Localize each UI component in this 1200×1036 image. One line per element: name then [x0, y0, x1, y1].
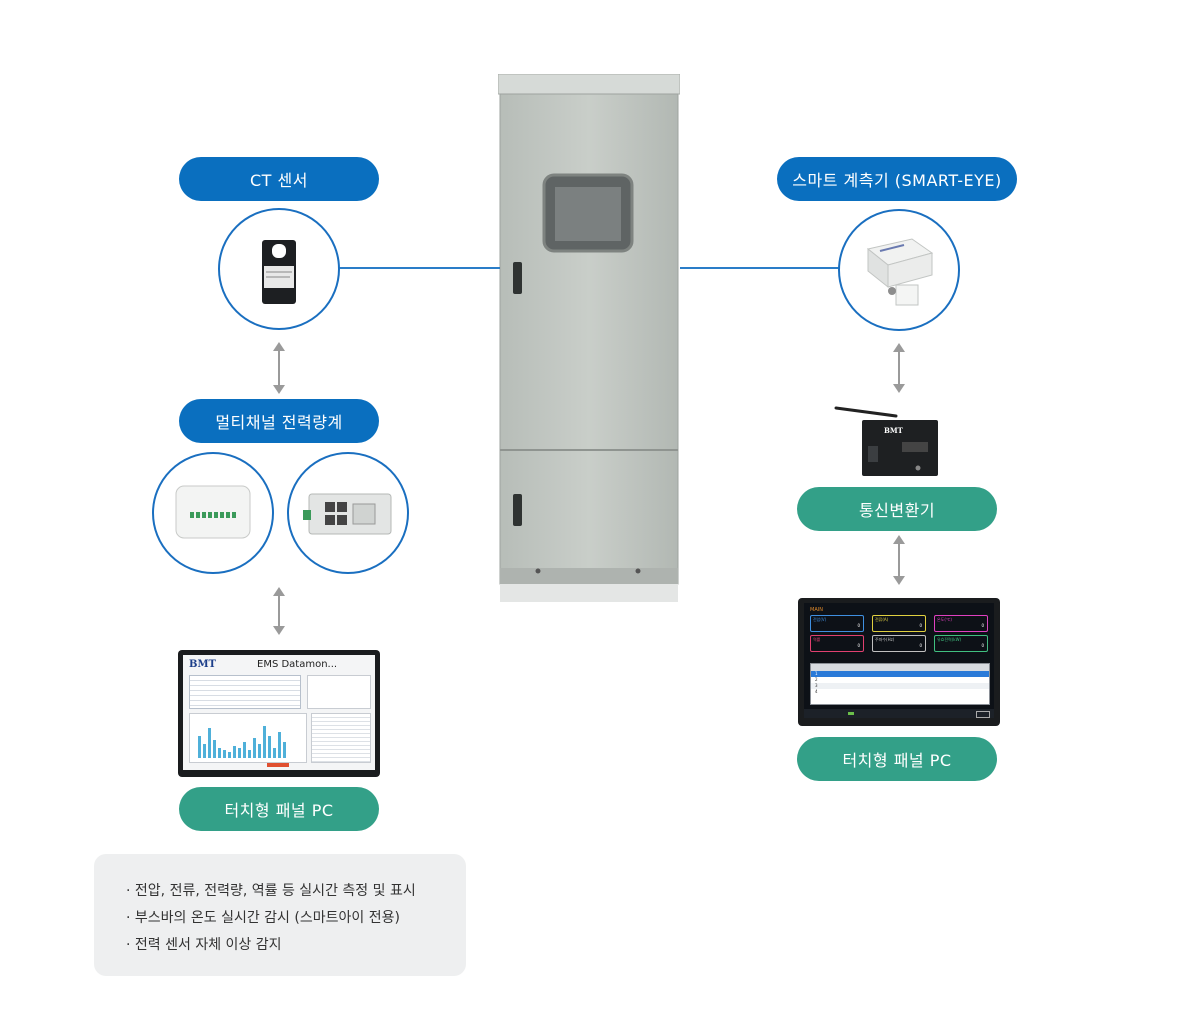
touch-panel-pc-left: BMT EMS Datamon...: [178, 650, 380, 777]
bidirectional-arrow-icon: [893, 535, 905, 585]
left-screen-list: [311, 713, 371, 763]
left-screen-panel: [307, 675, 371, 709]
right-screen-status-bar: [804, 709, 994, 718]
converter-bmt-logo: BMT: [884, 426, 903, 435]
ct-sensor-label: CT 센서: [179, 157, 379, 201]
left-screen-title: EMS Datamon...: [257, 659, 338, 670]
smart-meter-label: 스마트 계측기 (SMART-EYE): [777, 157, 1017, 201]
table-row: 4: [811, 689, 989, 695]
table-row: 2: [811, 677, 989, 683]
electrical-cabinet: [497, 73, 681, 602]
comm-converter-image: BMT: [832, 402, 942, 478]
touch-pc-left-label: 터치형 패널 PC: [179, 787, 379, 831]
gauge-box: 온도(℃) 0: [934, 615, 988, 632]
meter-device-image-2: [287, 452, 409, 574]
comm-converter-label: 통신변환기: [797, 487, 997, 531]
feature-note: 전력 센서 자체 이상 감지: [126, 932, 466, 959]
left-screen-bar-chart: [189, 713, 307, 763]
multichannel-meter-label: 멀티채널 전력량계: [179, 399, 379, 443]
left-screen-status-bar: [267, 763, 289, 767]
bmt-logo: BMT: [189, 659, 216, 670]
table-row: 1: [811, 671, 989, 677]
bidirectional-arrow-icon: [273, 587, 285, 635]
gauge-box: 전류(A) 0: [872, 615, 926, 632]
ct-sensor-image: [218, 208, 340, 330]
gauge-box: 역률 0: [810, 635, 864, 652]
feature-notes: 전압, 전류, 전력량, 역률 등 실시간 측정 및 표시 부스바의 온도 실시…: [94, 854, 466, 976]
connector-line-right: [680, 267, 840, 269]
gauge-box: 전압(V) 0: [810, 615, 864, 632]
right-screen: MAIN 전압(V) 0 전류(A) 0 온도(℃) 0 역률 0 주파수(Hz…: [804, 603, 994, 718]
bidirectional-arrow-icon: [273, 342, 285, 394]
smart-meter-image: [838, 209, 960, 331]
feature-note: 부스바의 온도 실시간 감시 (스마트아이 전용): [126, 905, 466, 932]
feature-note: 전압, 전류, 전력량, 역률 등 실시간 측정 및 표시: [126, 878, 466, 905]
touch-panel-pc-right: MAIN 전압(V) 0 전류(A) 0 온도(℃) 0 역률 0 주파수(Hz…: [798, 598, 1000, 726]
connector-line-left: [338, 267, 500, 269]
bidirectional-arrow-icon: [893, 343, 905, 393]
left-screen-table: [189, 675, 301, 709]
touch-pc-right-label: 터치형 패널 PC: [797, 737, 997, 781]
table-row: 3: [811, 683, 989, 689]
meter-device-image-1: [152, 452, 274, 574]
gauge-box: 유효전력(kW) 0: [934, 635, 988, 652]
right-screen-table: 1 2 3 4: [810, 663, 990, 705]
gauge-box: 주파수(Hz) 0: [872, 635, 926, 652]
right-screen-header: MAIN: [810, 607, 823, 613]
left-screen: BMT EMS Datamon...: [183, 655, 375, 770]
